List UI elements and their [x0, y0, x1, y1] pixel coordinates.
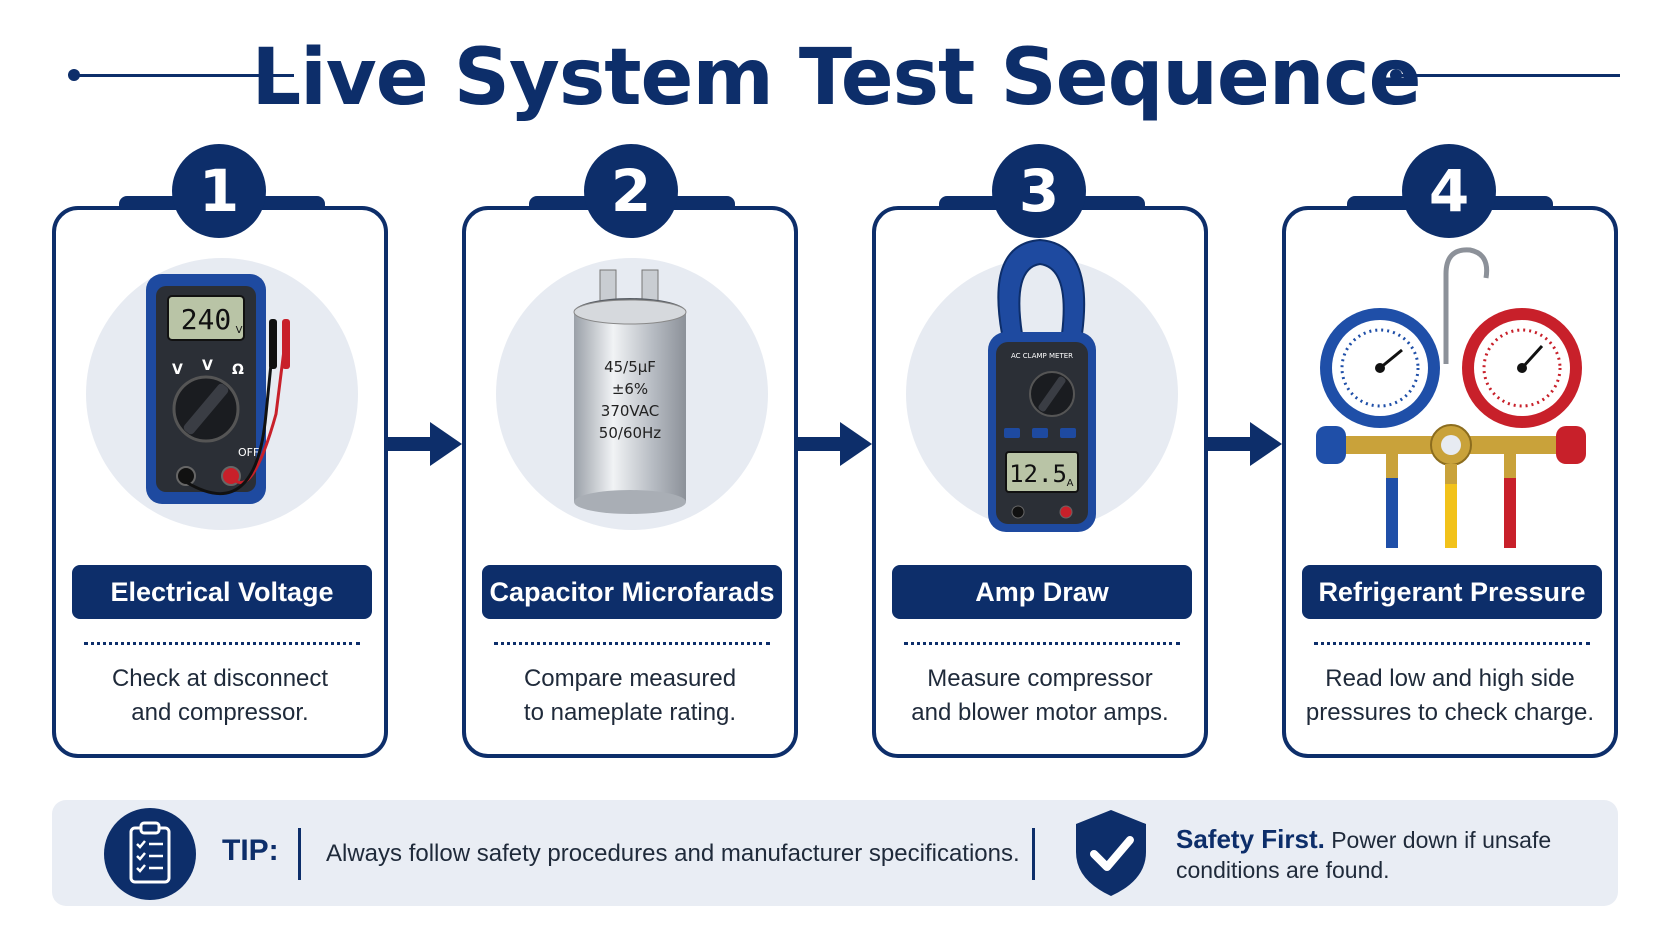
tip-text: Always follow safety procedures and manu… [326, 840, 1020, 867]
tip-label: TIP: [222, 834, 279, 867]
arrow-right-icon [1208, 422, 1282, 466]
checklist-icon [104, 808, 196, 900]
arrow-right-icon [388, 422, 462, 466]
tip-bar: TIP: Always follow safety procedures and… [52, 800, 1618, 906]
step-3-divider [904, 642, 1180, 645]
cap-frequency: 50/60Hz [599, 424, 662, 442]
dial-label-v1: V [172, 362, 183, 378]
clamp-unit: A [1067, 478, 1074, 489]
safety-separator [1032, 828, 1035, 880]
shield-check-icon [1076, 810, 1146, 896]
step-card-2: 45/5µF ±6% 370VAC 50/60Hz Capacitor Micr… [462, 206, 798, 758]
step-2-label: Capacitor Microfarads [482, 565, 782, 619]
step-1-badge: 1 [172, 144, 266, 238]
step-3-badge: 3 [992, 144, 1086, 238]
meter-reading: 240 [181, 303, 232, 336]
step-4-label: Refrigerant Pressure [1302, 565, 1602, 619]
step-1-divider [84, 642, 360, 645]
title-rule-left-dot [68, 69, 80, 81]
capacitor-icon: 45/5µF ±6% 370VAC 50/60Hz [573, 269, 687, 514]
multimeter-icon: 240 V V V Ω OFF [146, 274, 290, 504]
step-4-badge: 4 [1402, 144, 1496, 238]
dial-label-off: OFF [238, 446, 259, 459]
step-3-label: Amp Draw [892, 565, 1192, 619]
step-2-divider [494, 642, 770, 645]
title-rule-right-dot [1390, 69, 1402, 81]
safety-heading: Safety First. [1176, 824, 1325, 854]
cap-tolerance: ±6% [612, 380, 648, 398]
cap-rating: 45/5µF [604, 358, 656, 376]
dial-label-ohm: Ω [232, 362, 244, 378]
safety-text: Power down if unsafe conditions are foun… [1176, 827, 1552, 883]
step-card-1: 240 V V V Ω OFF Electrical Voltage Check… [52, 206, 388, 758]
step-2-description: Compare measured to nameplate rating. [523, 665, 737, 726]
step-4-description: Read low and high side pressures to chec… [1305, 665, 1595, 726]
step-card-3: AC CLAMP METER 12.5 A Amp Draw Measure c… [872, 206, 1208, 758]
page-title: Live System Test Sequence [251, 33, 1421, 123]
cap-voltage: 370VAC [601, 402, 659, 420]
meter-unit: V [236, 325, 243, 336]
step-1-label: Electrical Voltage [72, 565, 372, 619]
clamp-title: AC CLAMP METER [1011, 352, 1073, 360]
step-card-4: Refrigerant Pressure Read low and high s… [1282, 206, 1618, 758]
clamp-meter-icon: AC CLAMP METER 12.5 A [988, 238, 1096, 532]
step-4-divider [1314, 642, 1590, 645]
step-2-badge: 2 [584, 144, 678, 238]
step-3-description: Measure compressor and blower motor amps… [911, 665, 1169, 726]
step-1-description: Check at disconnect and compressor. [111, 665, 329, 726]
dial-label-v2: V [202, 358, 213, 374]
title-rule-left [72, 74, 294, 77]
safety-note: Safety First. Power down if unsafe condi… [1176, 824, 1596, 885]
page-header: Live System Test Sequence [0, 22, 1672, 132]
title-rule-right [1394, 74, 1620, 77]
manifold-gauge-icon [1316, 247, 1586, 548]
clamp-reading: 12.5 [1009, 460, 1067, 488]
tip-separator [298, 828, 301, 880]
arrow-right-icon [798, 422, 872, 466]
